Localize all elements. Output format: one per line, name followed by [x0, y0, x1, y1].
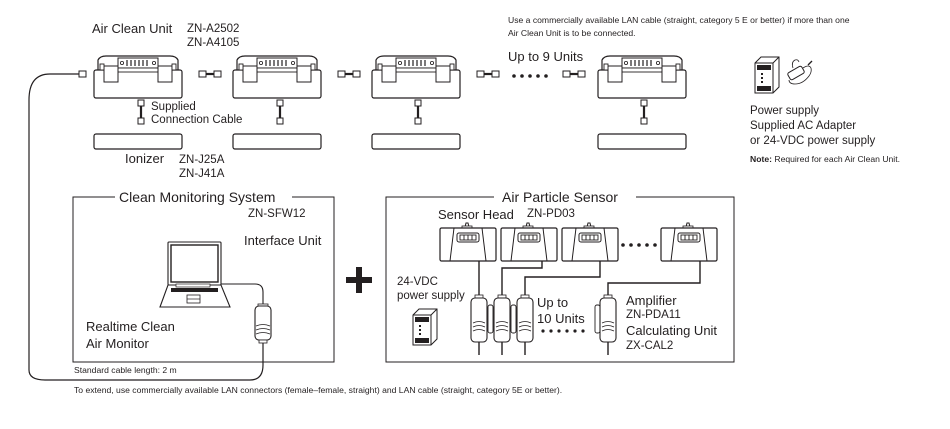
amp-units-line-2: 10 Units — [537, 311, 585, 326]
amplifier-1 — [470, 294, 488, 356]
power-supply-line-2: Supplied AC Adapter — [750, 120, 857, 132]
amplifier-label: Amplifier — [626, 293, 677, 308]
ionizer-3 — [371, 133, 461, 150]
ionizer-2 — [232, 133, 322, 150]
ionizer-1 — [93, 133, 183, 150]
ionizer-model-1: ZN-J25A — [179, 154, 225, 166]
supplied-cable — [413, 98, 423, 126]
lan-connector — [561, 69, 587, 79]
air-clean-model-1: ZN-A2502 — [187, 23, 240, 35]
interface-unit-label: Interface Unit — [244, 233, 322, 248]
air-clean-unit-2 — [232, 55, 322, 99]
power-supply-icon — [754, 56, 813, 94]
amplifier-3 — [516, 294, 534, 356]
air-particle-title: Air Particle Sensor — [498, 190, 622, 204]
supplied-cable — [639, 98, 649, 126]
air-clean-unit-4 — [597, 55, 687, 99]
sensor-head-3 — [561, 222, 619, 262]
sensor-head-label: Sensor Head — [438, 207, 514, 222]
air-clean-unit-3 — [371, 55, 461, 99]
ionizer-title: Ionizer — [125, 151, 165, 166]
dc-power-label-line-2: power supply — [397, 290, 465, 302]
interface-unit-icon — [221, 283, 272, 344]
lan-connector — [336, 69, 362, 79]
lan-note-line-2: Air Clean Unit is to be connected. — [508, 28, 636, 38]
cable-label-line-2: Connection Cable — [151, 114, 243, 126]
sensor-cables — [478, 261, 701, 297]
amp-units-line-1: Up to — [537, 295, 569, 310]
cable-label-line-1: Supplied — [151, 101, 196, 113]
note-text: Required for each Air Clean Unit. — [771, 154, 900, 164]
ellipsis-dots — [512, 74, 548, 78]
air-particle-box — [385, 196, 735, 363]
dc-power-supply-icon — [412, 308, 438, 346]
dc-power-label-line-1: 24-VDC — [397, 276, 438, 288]
footer-note: To extend, use commercially available LA… — [74, 385, 563, 395]
power-supply-note: Note: Required for each Air Clean Unit. — [750, 155, 900, 164]
calc-unit-model: ZX-CAL2 — [626, 340, 674, 352]
sensor-head-4 — [660, 222, 718, 262]
units-count-label: Up to 9 Units — [508, 49, 584, 64]
ionizer-model-2: ZN-J41A — [179, 168, 225, 180]
lan-cable-loop — [28, 70, 264, 381]
clean-monitoring-model: ZN-SFW12 — [248, 208, 306, 220]
laptop-icon — [159, 241, 231, 308]
clean-monitoring-box — [72, 196, 335, 363]
lan-connector — [197, 69, 223, 79]
amplifier-model: ZN-PDA11 — [626, 309, 681, 321]
sensor-head-1 — [439, 222, 497, 262]
air-clean-model-2: ZN-A4105 — [187, 37, 240, 49]
ellipsis-dots — [621, 243, 657, 247]
amplifier-4 — [599, 294, 617, 356]
supplied-cable — [136, 98, 146, 126]
ionizer-4 — [597, 133, 687, 150]
software-label-line-1: Realtime Clean — [86, 319, 175, 334]
cable-length-note: Standard cable length: 2 m — [74, 365, 177, 375]
calc-unit-label: Calculating Unit — [626, 323, 718, 338]
clean-monitoring-title: Clean Monitoring System — [115, 190, 280, 204]
air-clean-unit-1 — [93, 55, 183, 99]
lan-note-line-1: Use a commercially available LAN cable (… — [508, 15, 850, 25]
lan-connector — [475, 69, 501, 79]
software-label-line-2: Air Monitor — [86, 336, 149, 351]
supplied-cable — [275, 98, 285, 126]
sensor-head-2 — [500, 222, 558, 262]
air-clean-unit-title: Air Clean Unit — [92, 21, 173, 36]
amplifier-2 — [493, 294, 511, 356]
power-supply-line-1: Power supply — [750, 105, 820, 117]
sensor-head-model: ZN-PD03 — [527, 208, 575, 220]
plus-icon — [346, 267, 372, 293]
note-label: Note: — [750, 154, 772, 164]
ellipsis-dots — [541, 329, 585, 333]
power-supply-line-3: or 24-VDC power supply — [750, 135, 876, 147]
